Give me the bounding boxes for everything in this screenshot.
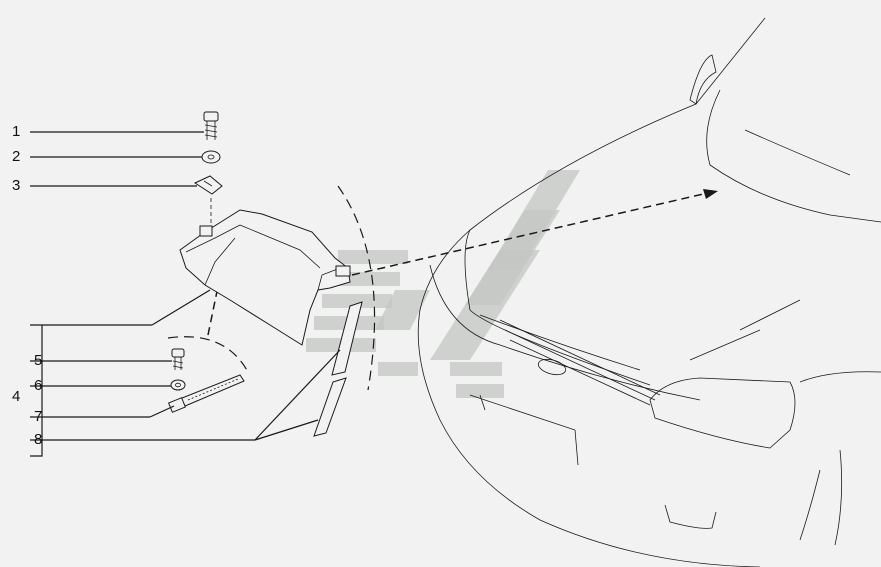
washer-icon — [201, 150, 221, 164]
callout-label-2: 2 — [12, 148, 21, 165]
callout-label-4: 4 — [12, 388, 21, 405]
callout-label-1: 1 — [12, 123, 21, 140]
callout-label-8: 8 — [34, 431, 43, 448]
seal-strip-icon — [313, 301, 363, 437]
clip-nut-icon — [193, 175, 223, 195]
screw-icon-lower — [171, 348, 185, 370]
leader-lines — [30, 131, 341, 457]
location-arrow-line — [351, 191, 713, 276]
strap-tie-icon — [167, 374, 245, 413]
screw-icon — [203, 111, 219, 140]
callout-label-7: 7 — [34, 408, 43, 425]
callout-label-3: 3 — [12, 177, 21, 194]
zone-arc-right — [337, 185, 376, 391]
zone-arc-lower — [167, 336, 249, 373]
car-front-outline — [417, 17, 881, 567]
washer-icon-lower — [170, 379, 186, 391]
bracket-icon — [179, 209, 351, 346]
callout-label-5: 5 — [34, 352, 43, 369]
callout-label-6: 6 — [34, 377, 43, 394]
location-arrow-head — [703, 189, 718, 199]
